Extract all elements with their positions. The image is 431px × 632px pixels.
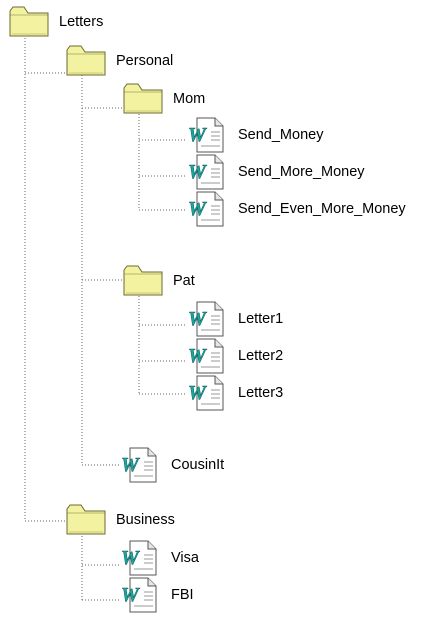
svg-text:W: W	[188, 345, 207, 367]
node-label: Letter3	[238, 385, 284, 401]
word-document-icon: W	[185, 374, 229, 417]
tree-node-letter2[interactable]: W Letter2	[185, 337, 431, 377]
svg-text:W: W	[188, 124, 207, 146]
tree-node-letter1[interactable]: W Letter1	[185, 300, 431, 340]
node-label: Pat	[173, 273, 195, 289]
tree-node-fbi[interactable]: W FBI	[118, 576, 431, 616]
tree-node-cousinit[interactable]: W CousinIt	[118, 446, 431, 486]
svg-text:W: W	[188, 308, 207, 330]
tree-node-business[interactable]: Business	[65, 501, 431, 541]
svg-text:W: W	[188, 382, 207, 404]
node-label: Letter2	[238, 348, 284, 364]
tree-node-pat[interactable]: Pat	[122, 262, 431, 302]
svg-text:W: W	[121, 547, 140, 569]
tree-node-send-more-money[interactable]: W Send_More_Money	[185, 153, 431, 193]
folder-icon	[122, 80, 164, 121]
folder-icon	[122, 262, 164, 303]
node-label: CousinIt	[171, 457, 225, 473]
word-document-icon: W	[185, 116, 229, 159]
node-label: Mom	[173, 91, 206, 107]
tree-node-letter3[interactable]: W Letter3	[185, 374, 431, 414]
tree-node-visa[interactable]: W Visa	[118, 539, 431, 579]
node-label: Letter1	[238, 311, 284, 327]
word-document-icon: W	[118, 539, 162, 582]
folder-icon	[65, 501, 107, 542]
node-label: Send_Even_More_Money	[238, 201, 406, 217]
word-document-icon: W	[118, 576, 162, 619]
tree-node-letters[interactable]: Letters	[8, 3, 431, 43]
node-label: FBI	[171, 587, 194, 603]
word-document-icon: W	[185, 337, 229, 380]
word-document-icon: W	[118, 446, 162, 489]
tree-node-send-money[interactable]: W Send_Money	[185, 116, 431, 156]
node-label: Letters	[59, 14, 104, 30]
tree-node-personal[interactable]: Personal	[65, 42, 431, 82]
svg-text:W: W	[188, 161, 207, 183]
word-document-icon: W	[185, 153, 229, 196]
svg-text:W: W	[121, 584, 140, 606]
word-document-icon: W	[185, 190, 229, 233]
tree-node-send-even-more-money[interactable]: W Send_Even_More_Money	[185, 190, 431, 230]
node-label: Personal	[116, 53, 174, 69]
tree-node-mom[interactable]: Mom	[122, 80, 431, 120]
folder-icon	[8, 3, 50, 44]
node-label: Visa	[171, 550, 199, 566]
node-label: Business	[116, 512, 175, 528]
node-label: Send_More_Money	[238, 164, 365, 180]
svg-text:W: W	[188, 198, 207, 220]
svg-text:W: W	[121, 454, 140, 476]
folder-icon	[65, 42, 107, 83]
node-label: Send_Money	[238, 127, 324, 143]
word-document-icon: W	[185, 300, 229, 343]
